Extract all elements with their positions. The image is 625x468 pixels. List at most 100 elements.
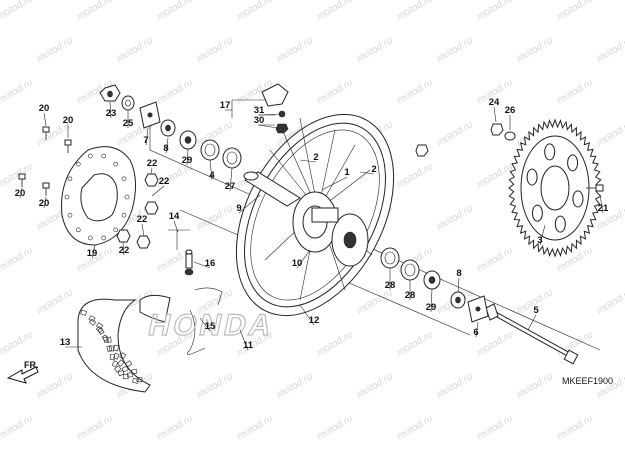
sprocket-nuts[interactable] [116,173,159,249]
callout-16[interactable]: 16 [205,258,216,269]
valve-stem[interactable] [184,249,194,276]
rear-axle[interactable] [485,303,579,365]
callout-1[interactable]: 1 [344,167,350,178]
callout-leader-line [258,124,279,129]
tire[interactable] [77,298,151,393]
watermark-text: motod.ru [235,413,275,442]
callout-31[interactable]: 31 [254,105,265,116]
callout-6[interactable]: 6 [473,327,478,338]
callout-10[interactable]: 10 [292,258,303,269]
left-chain-adjuster[interactable] [139,101,161,129]
callout-7[interactable]: 7 [143,135,148,146]
washer-left[interactable] [121,95,135,111]
callout-12[interactable]: 12 [309,315,320,326]
callout-11[interactable]: 11 [243,340,254,351]
callout-28[interactable]: 28 [385,280,396,291]
watermark-text: motod.ru [435,35,475,64]
direction-label: FR. [24,360,39,370]
callout-leader-line [109,101,112,119]
watermark-text: motod.ru [555,413,595,442]
callout-leader-line [239,329,249,351]
callout-27[interactable]: 27 [225,181,236,192]
wheel-hub[interactable] [292,191,369,267]
watermark-text: motod.ru [315,329,355,358]
callout-leader-line [151,185,165,197]
callout-leader-line [209,159,213,181]
callout-20[interactable]: 20 [63,115,74,126]
watermark-text: motod.ru [395,0,435,23]
callout-leader-line [229,167,233,192]
callout-leader-line [19,187,23,199]
chain-adjuster[interactable] [467,295,489,323]
callout-14[interactable]: 14 [169,211,180,222]
watermark-text: motod.ru [395,77,435,106]
watermark-text: motod.ru [0,245,35,274]
callout-26[interactable]: 26 [505,105,516,116]
watermark-text: motod.ru [475,0,515,23]
callout-21[interactable]: 21 [598,203,609,214]
callout-leader-line [122,241,125,256]
axle-collar-right[interactable] [450,291,466,309]
callout-8[interactable]: 8 [456,268,461,279]
callout-20[interactable]: 20 [39,103,50,114]
watermark-text: motod.ru [595,287,625,316]
axle-nut-left[interactable] [99,84,121,102]
callout-leader-line [527,314,537,331]
watermark-text: motod.ru [155,77,195,106]
spoke-nipple[interactable] [415,144,429,157]
callout-28[interactable]: 28 [405,290,416,301]
svg-text:HONDA: HONDA [145,309,277,342]
callout-leader-line [457,277,460,293]
callout-13[interactable]: 13 [60,337,71,348]
watermark-text: motod.ru [395,329,435,358]
callout-30[interactable]: 30 [254,115,265,126]
watermark-text: motod.ru [475,245,515,274]
callout-2[interactable]: 2 [313,152,318,163]
callout-2[interactable]: 2 [371,164,376,175]
callout-22[interactable]: 22 [119,245,130,256]
callout-8[interactable]: 8 [163,143,168,154]
callout-leader-line [299,159,317,163]
diagram-code: MKEEF1900 [561,376,613,386]
watermark-text: motod.ru [0,77,35,106]
left-axle-collar[interactable] [160,119,176,137]
callout-leader-line [173,220,179,233]
watermark-text: motod.ru [555,77,595,106]
disc-bolts[interactable] [18,126,72,196]
callout-22[interactable]: 22 [159,176,170,187]
right-bearings[interactable] [380,247,441,290]
callout-24[interactable]: 24 [489,97,500,108]
callout-leader-line [321,176,348,191]
sprocket-bolts[interactable] [490,123,604,192]
callout-22[interactable]: 22 [137,214,148,225]
callout-20[interactable]: 20 [15,188,26,199]
callout-5[interactable]: 5 [533,305,539,316]
rear-sprocket[interactable] [508,118,602,258]
callout-leader-line [296,249,311,269]
callout-20[interactable]: 20 [39,198,50,209]
watermark-text: motod.ru [475,161,515,190]
callout-17[interactable]: 17 [220,100,231,111]
honda-rim-decal: HONDA [145,309,278,343]
callout-19[interactable]: 19 [87,248,98,259]
callout-leader-line [599,194,604,214]
rim-band[interactable] [139,287,223,355]
callout-3[interactable]: 3 [537,235,542,246]
callout-22[interactable]: 22 [147,158,158,169]
callout-29[interactable]: 29 [182,155,193,166]
callout-15[interactable]: 15 [205,321,216,332]
callout-23[interactable]: 23 [106,108,117,119]
rim-lock[interactable] [261,83,289,134]
center-collar[interactable] [243,171,301,207]
watermark-text: motod.ru [475,329,515,358]
callout-9[interactable]: 9 [236,203,241,214]
callout-4[interactable]: 4 [209,170,215,181]
callout-29[interactable]: 29 [426,302,437,313]
callout-leader-line [359,171,375,175]
brake-disc[interactable] [61,146,136,246]
callout-leader-line [91,244,96,259]
watermark-text: motod.ru [475,413,515,442]
callout-25[interactable]: 25 [123,118,134,129]
watermark-text: motod.ru [395,413,435,442]
